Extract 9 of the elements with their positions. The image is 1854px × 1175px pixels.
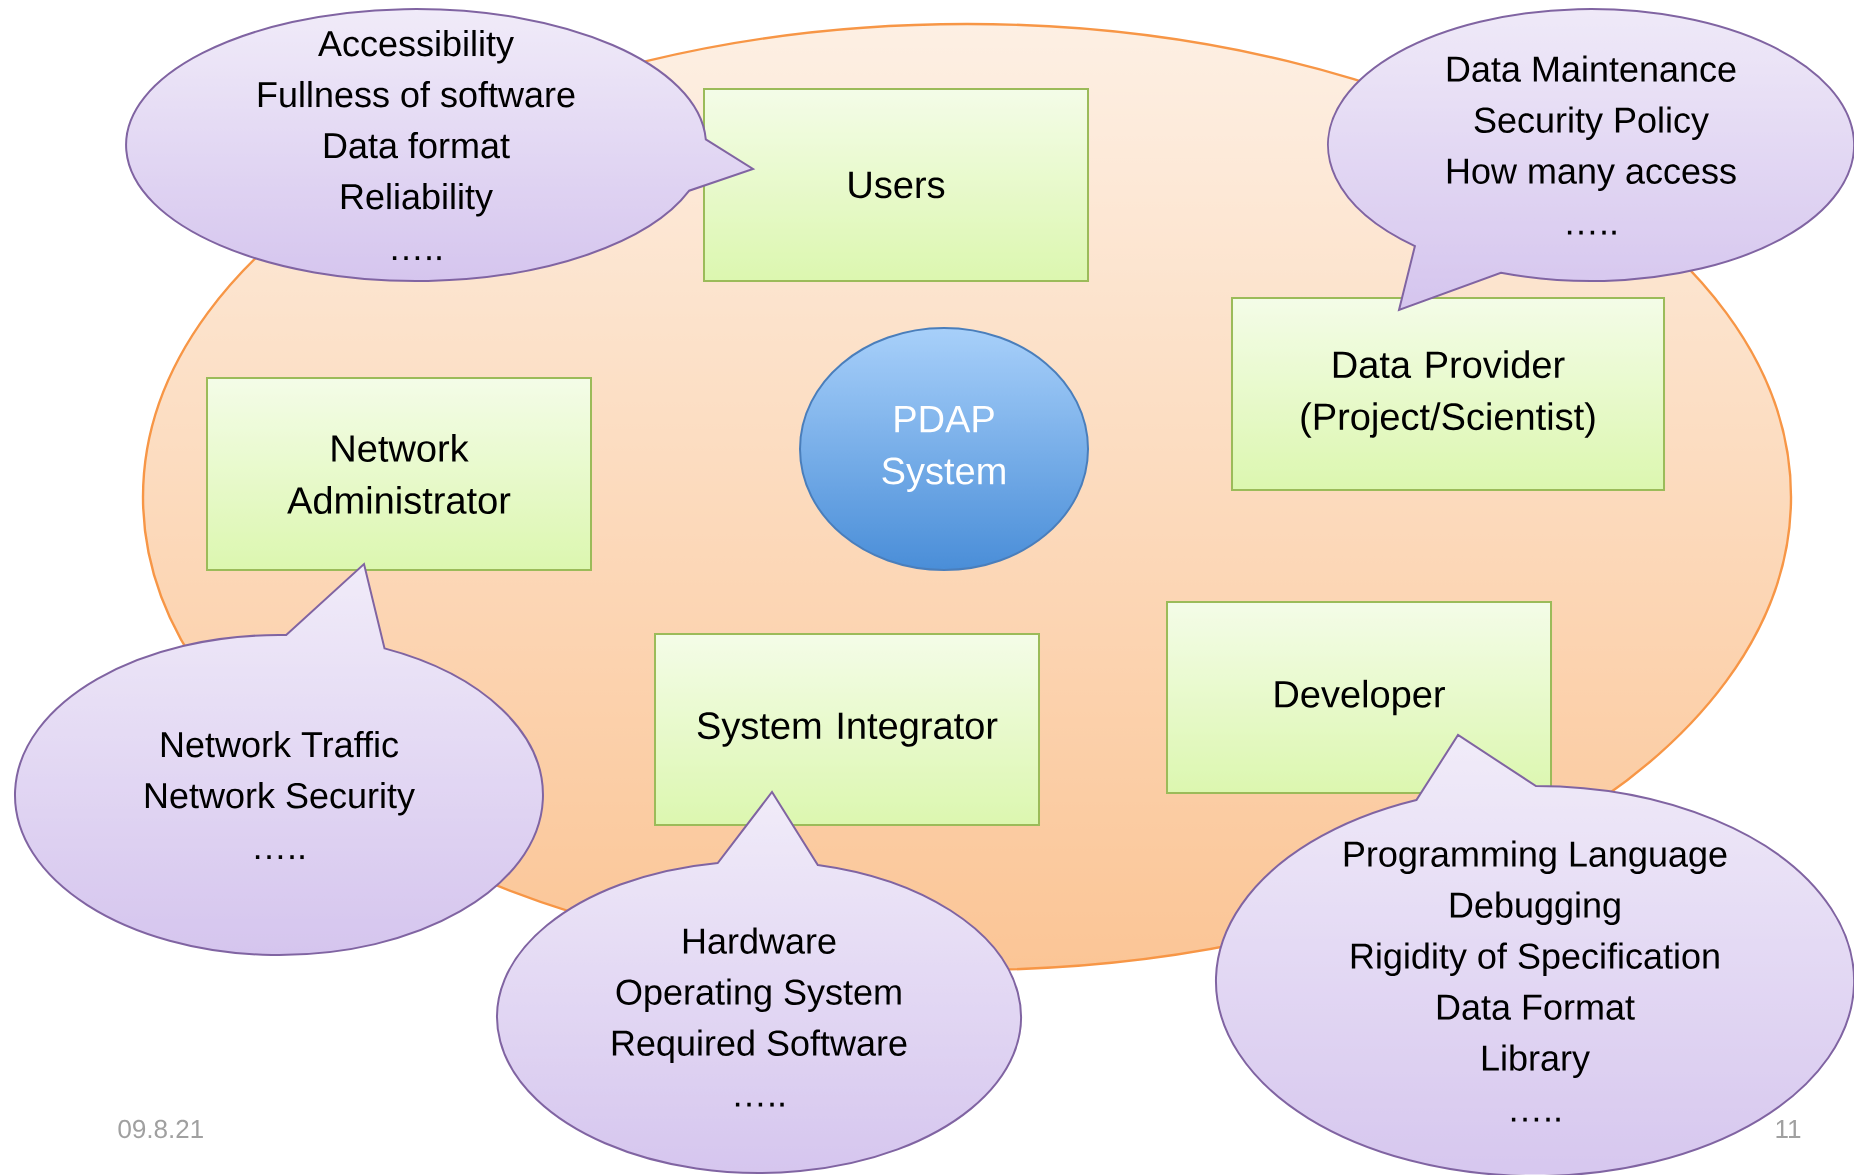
role-box: System Integrator [654, 633, 1040, 826]
date-label: 09.8.21 [118, 1119, 203, 1139]
page-number: 11 [1776, 1120, 1801, 1138]
role-box: Data Provider (Project/Scientist) [1231, 297, 1665, 491]
role-box: Network Administrator [206, 377, 592, 571]
role-box: Users [703, 88, 1089, 282]
role-box: Developer [1166, 601, 1552, 794]
speech-bubble: Hardware Operating System Required Software ….. [496, 791, 1022, 1174]
speech-bubble: Data Maintenance Security Policy How many access ….. [1327, 8, 1854, 311]
